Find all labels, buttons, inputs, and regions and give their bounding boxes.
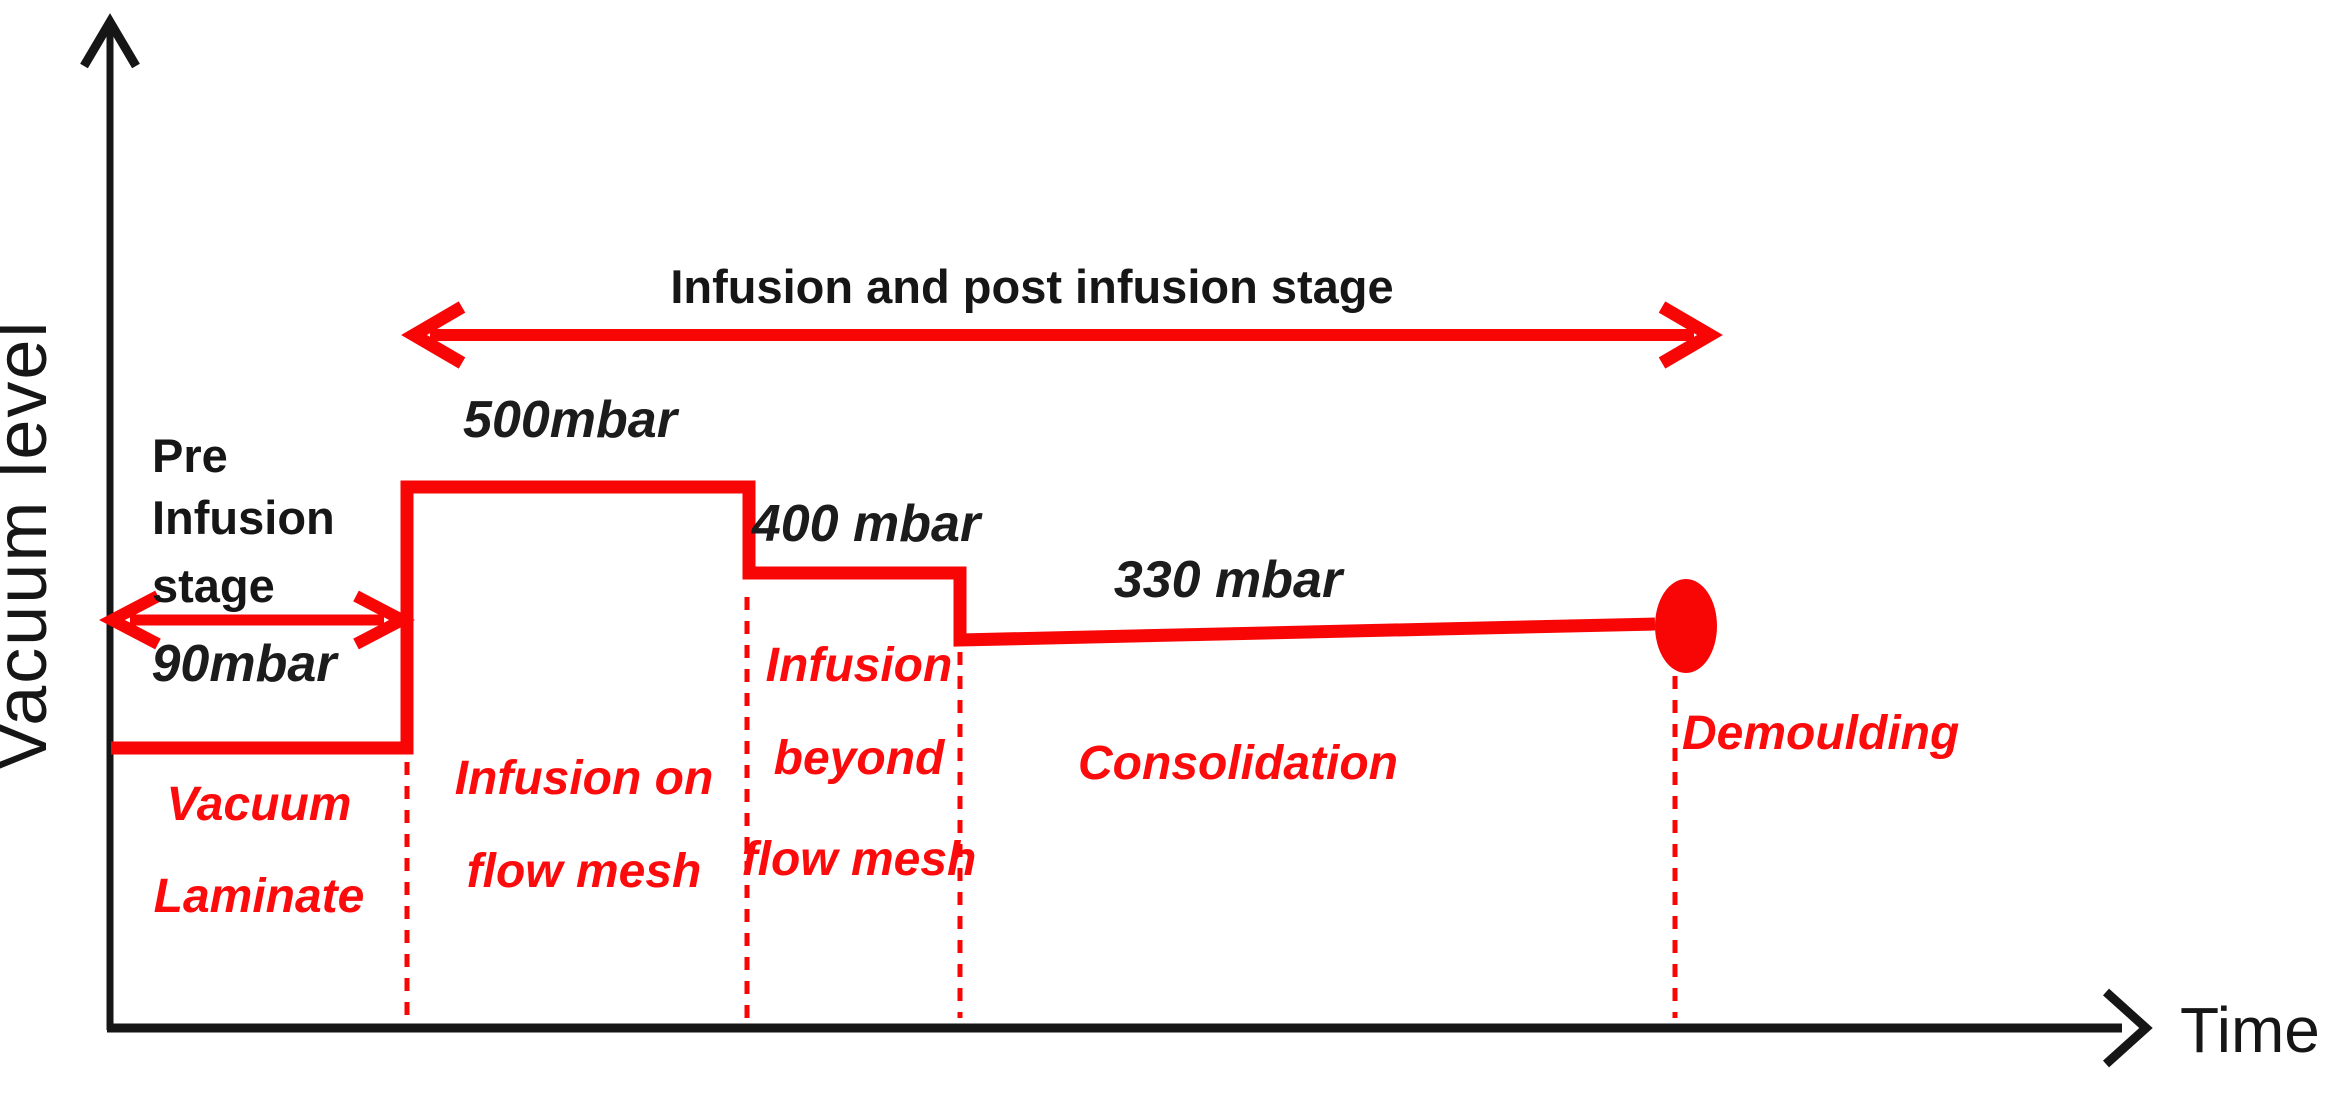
infusion-stage-annotation: Infusion and post infusion stage <box>670 260 1393 313</box>
stage-label-infusion-beyond-flow-mesh-line-3: flow mesh <box>742 833 977 886</box>
stage-label-vacuum-laminate: Vacuum Laminate <box>154 778 365 923</box>
stage-label-infusion-on-flow-mesh-line-1: Infusion on <box>455 752 714 805</box>
pressure-label-400mbar: 400 mbar <box>751 495 983 553</box>
infusion-arrowhead-right-icon <box>1658 301 1723 369</box>
infusion-arrowhead-left-icon <box>401 301 466 369</box>
pressure-label-330mbar: 330 mbar <box>1114 551 1345 609</box>
stage-label-infusion-beyond-flow-mesh: Infusion beyond flow mesh <box>742 639 977 886</box>
stage-label-infusion-on-flow-mesh: Infusion on flow mesh <box>455 752 714 898</box>
pre-infusion-range-arrow <box>99 590 415 650</box>
stage-label-vacuum-laminate-line-1: Vacuum <box>167 778 352 831</box>
pre-infusion-annotation-line-3: stage <box>152 559 275 612</box>
stage-label-vacuum-laminate-line-2: Laminate <box>154 870 365 923</box>
pressure-label-90mbar: 90mbar <box>152 635 340 693</box>
pressure-label-500mbar: 500mbar <box>463 391 680 449</box>
x-axis: Time <box>107 988 2320 1068</box>
stage-label-consolidation: Consolidation <box>1078 737 1398 790</box>
pressure-labels: 90mbar 500mbar 400 mbar 330 mbar <box>152 391 1345 693</box>
demoulding-endpoint-marker <box>1655 579 1717 673</box>
pre-infusion-arrowhead-left-icon <box>99 590 161 650</box>
x-axis-title: Time <box>2180 994 2320 1066</box>
stage-label-infusion-beyond-flow-mesh-line-1: Infusion <box>766 639 953 692</box>
stage-dividers <box>404 597 1678 1018</box>
y-axis-title: Vacuum level <box>0 320 62 771</box>
infusion-range-arrow <box>401 301 1723 369</box>
vacuum-profile <box>111 480 1717 755</box>
pre-infusion-annotation-line-2: Infusion <box>152 491 335 544</box>
pre-infusion-arrowhead-right-icon <box>353 590 415 650</box>
stage-label-infusion-beyond-flow-mesh-line-2: beyond <box>774 732 946 785</box>
pre-infusion-annotation: Pre Infusion stage <box>152 429 335 612</box>
stage-label-demoulding: Demoulding <box>1682 707 1959 760</box>
y-axis-arrowhead-icon <box>80 13 140 69</box>
vacuum-profile-line <box>111 480 1656 755</box>
y-axis: Vacuum level <box>0 13 140 1030</box>
x-axis-arrowhead-icon <box>2102 988 2153 1068</box>
stage-label-infusion-on-flow-mesh-line-2: flow mesh <box>467 845 702 898</box>
pre-infusion-annotation-line-1: Pre <box>152 429 228 482</box>
